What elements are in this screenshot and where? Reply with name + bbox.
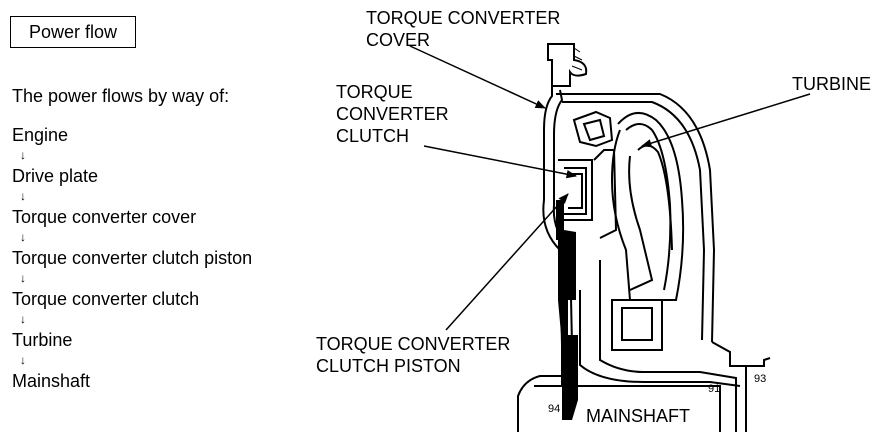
flow-arrow-icon: ↓ (20, 271, 26, 285)
torque-converter-diagram: TORQUE CONVERTER COVER TORQUE CONVERTER … (316, 8, 871, 432)
flow-step-engine: Engine (12, 125, 69, 145)
ref-number-94: 94 (548, 403, 560, 415)
power-flow-intro: The power flows by way of: (12, 86, 230, 106)
mainshaft-band (556, 200, 578, 420)
label-clutch-line2: CONVERTER (336, 104, 449, 124)
flow-arrow-icon: ↓ (20, 230, 26, 244)
flow-step-turbine: Turbine (12, 330, 73, 350)
flow-step-converter-clutch: Torque converter clutch (12, 289, 200, 309)
converter-cross-section (517, 43, 771, 432)
flow-step-converter-cover: Torque converter cover (12, 207, 197, 227)
label-clutch-line3: CLUTCH (336, 126, 409, 146)
power-flow-steps: Engine ↓ Drive plate ↓ Torque converter … (12, 124, 252, 392)
power-flow-title: Power flow (28, 21, 118, 42)
label-mainshaft: MAINSHAFT (586, 406, 690, 426)
power-flow-panel: Power flow The power flows by way of: En… (0, 0, 300, 432)
label-piston-line2: CLUTCH PISTON (316, 356, 461, 376)
flow-arrow-icon: ↓ (20, 353, 26, 367)
label-cover-line2: COVER (366, 30, 430, 50)
flow-step-clutch-piston: Torque converter clutch piston (12, 248, 253, 268)
leader-lines (409, 45, 811, 331)
label-cover-line1: TORQUE CONVERTER (366, 8, 560, 28)
label-clutch-line1: TORQUE (336, 82, 413, 102)
ref-number-91: 91 (708, 383, 720, 395)
flow-step-mainshaft: Mainshaft (12, 371, 91, 391)
flow-arrow-icon: ↓ (20, 148, 26, 162)
ref-number-93: 93 (754, 373, 766, 385)
flow-arrow-icon: ↓ (20, 312, 26, 326)
power-flow-title-box: Power flow (10, 16, 136, 48)
flow-arrow-icon: ↓ (20, 189, 26, 203)
flow-step-drive-plate: Drive plate (12, 166, 99, 186)
label-turbine: TURBINE (792, 74, 871, 94)
label-piston-line1: TORQUE CONVERTER (316, 334, 510, 354)
